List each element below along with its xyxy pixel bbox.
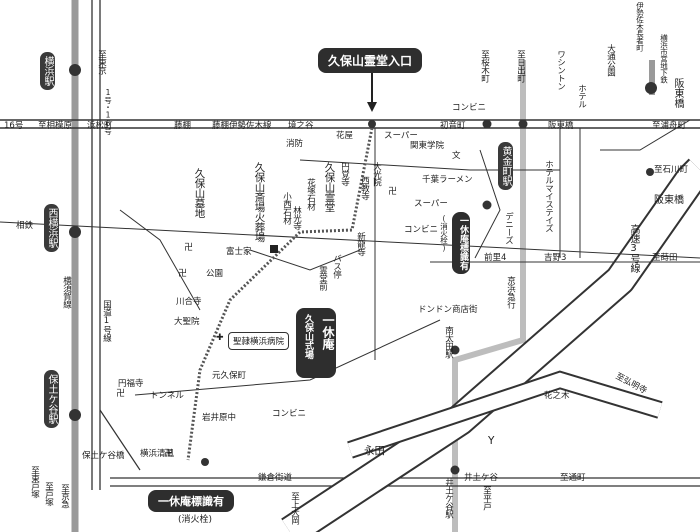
label-to-tokyo: 至東京 <box>96 50 107 74</box>
label-hanno-bridge: 阪東橋 <box>548 121 574 131</box>
label-dennys: デニーズ <box>503 212 514 244</box>
temple-icon: 卍 <box>178 269 188 279</box>
label-isezaki-chojamachi: 伊勢佐木長者町 <box>635 2 645 51</box>
label-komiyoshi: 小西石材 <box>281 192 292 224</box>
label-tunnel: トンネル <box>150 391 184 401</box>
ikkyuan-sign-top: 一休庵標識有 <box>452 212 470 274</box>
label-hanaya: 花屋 <box>336 131 354 141</box>
label-sakainoya: 境之谷 <box>288 121 314 131</box>
temple-icon: 卍 <box>116 389 126 399</box>
station-nishi-yokohama: 西横浜駅 <box>44 204 59 252</box>
label-keikyu-to: 至京急 <box>59 484 70 508</box>
label-y-mark: Y <box>488 435 495 447</box>
label-hatsunecho: 初音町 <box>440 121 466 131</box>
label-hanno-bridge2: 阪東橋 <box>654 195 684 206</box>
label-hamamatsucho: 浜松町 <box>87 121 113 131</box>
label-minami-ota: 南太田駅 <box>443 326 454 358</box>
label-to-totsuka: 至東戸塚 <box>29 466 40 498</box>
station-koganecho: 黄金町駅 <box>498 142 513 190</box>
hydrant-note-small: (消火栓) <box>439 214 449 252</box>
label-daiko: 大光院 <box>371 162 382 186</box>
temple-icon: 卍 <box>388 187 398 197</box>
hospital-label: 聖隷横浜病院 <box>228 332 290 350</box>
label-zenri4: 前里4 <box>484 253 507 263</box>
station-yokohama: 横浜駅 <box>40 52 55 90</box>
label-subway: 横浜市営地下鉄 <box>659 34 669 83</box>
label-to-ishikawa: 至石川町 <box>654 165 689 175</box>
station-hanno: 阪東橋 <box>672 78 683 108</box>
ikkyuan-callout: 一休庵 久保山式場 <box>296 308 336 378</box>
label-saikyo: 西教寺 <box>359 176 370 200</box>
hydrant-note: (消火栓) <box>178 515 213 525</box>
label-to-hinode: 至日出町 <box>515 50 526 82</box>
label-moto-kubo: 元久保町 <box>212 371 247 381</box>
temple-icon: 卍 <box>184 243 194 253</box>
label-kuboyama-bochi: 久保山墓地 <box>193 168 206 218</box>
label-hodogaya-bridge: 保土ケ谷橋 <box>82 451 125 461</box>
temple-icon: 卍 <box>164 449 174 459</box>
label-super2: スーパー <box>414 199 448 209</box>
ikkyuan-sign-bottom: 一休庵標識有 <box>148 490 234 512</box>
label-kawai-temple: 川合寺 <box>176 297 202 307</box>
label-dondon: ドンドン商店街 <box>418 305 478 315</box>
label-fujidana: 藤棚 <box>174 121 192 131</box>
label-daisei-temple: 大聖院 <box>174 317 200 327</box>
label-to-sakuragicho: 至桜木町 <box>479 50 490 82</box>
label-conv3: コンビニ <box>272 409 307 419</box>
label-keikyu: 京浜急行 <box>505 276 516 308</box>
label-kamakura-kaido: 鎌倉街道 <box>258 473 293 483</box>
label-route1: 国道1号線 <box>101 300 112 342</box>
label-fujiya: 富士家 <box>226 247 252 257</box>
label-super1: スーパー <box>384 131 418 141</box>
label-kanto-gakuin: 関東学院 <box>410 141 445 151</box>
label-idogaya-station: 井土ケ谷駅 <box>443 478 454 518</box>
hospital-icon: ✚ <box>216 333 224 343</box>
label-conv1: コンビニ <box>452 103 487 113</box>
label-to-mitsuzawa: 至蒔田 <box>652 253 678 263</box>
label-to-totsuka2: 至戸塚 <box>43 482 54 506</box>
label-nagata: 永田 <box>364 445 385 457</box>
label-yokosuka-line: 横須賀線 <box>61 276 72 308</box>
keikyu-line <box>452 60 526 532</box>
label-chiba-ramen: 千葉ラーメン <box>422 175 473 185</box>
station-hodogaya: 保土ケ谷駅 <box>44 370 59 428</box>
label-enpuku: 円福寺 <box>118 379 144 389</box>
ikkyuan-title: 一休庵 <box>321 314 335 350</box>
label-fujidana-isezaki: 藤棚伊勢佐木線 <box>212 121 272 131</box>
label-iwai-hara: 岩井原中 <box>202 413 237 423</box>
label-bus-stop: バス停 <box>331 254 342 278</box>
kuboyama-entrance-callout: 久保山霊堂入口 <box>318 48 423 73</box>
label-reido-mae: 霊堂前 <box>317 266 328 290</box>
label-hananoki: 花之木 <box>544 391 570 401</box>
label-to-sagami: 至相模原 <box>38 121 73 131</box>
label-sotetsu: 相鉄 <box>16 221 34 231</box>
label-conv2: コンビニ <box>404 225 439 235</box>
label-expressway3: 高速3号線 <box>628 224 639 273</box>
label-maruan: 円覚寺 <box>339 162 350 186</box>
label-to-kamiooka: 至上大岡 <box>289 492 300 524</box>
label-to-tsurumi: 至通町 <box>560 473 586 483</box>
label-park: 公園 <box>206 269 224 279</box>
label-yokohama-seifu: 横浜清風 <box>140 449 175 459</box>
label-route1-16: 1号・16号 <box>103 88 113 135</box>
label-to-urafune: 至浦舟町 <box>652 121 687 131</box>
label-to-heian: 至平戸 <box>481 486 492 510</box>
label-school: 文 <box>452 151 461 161</box>
label-kuboyama-saijo: 久保山斎場火葬場 <box>253 162 266 242</box>
label-odori-park: 大通公園 <box>605 44 616 76</box>
label-route16: 16号 <box>4 121 24 131</box>
label-hanatsuka: 花塚石材 <box>305 178 316 210</box>
label-hotel: ホテル <box>576 84 587 108</box>
label-hotel-mystays: ホテルマイステイズ <box>543 160 554 232</box>
label-idogaya: 井土ケ谷 <box>464 473 499 483</box>
label-yoshino3: 吉野3 <box>544 253 567 263</box>
label-shinryu: 新龍寺 <box>355 232 366 256</box>
label-kuboyama-reido: 久保山霊堂 <box>323 162 336 212</box>
label-washington: ワシントン <box>555 50 566 90</box>
label-fire-station: 消防 <box>286 139 304 149</box>
ikkyuan-subtitle: 久保山式場 <box>303 314 313 359</box>
label-hayashi: 林光寺 <box>291 206 302 230</box>
